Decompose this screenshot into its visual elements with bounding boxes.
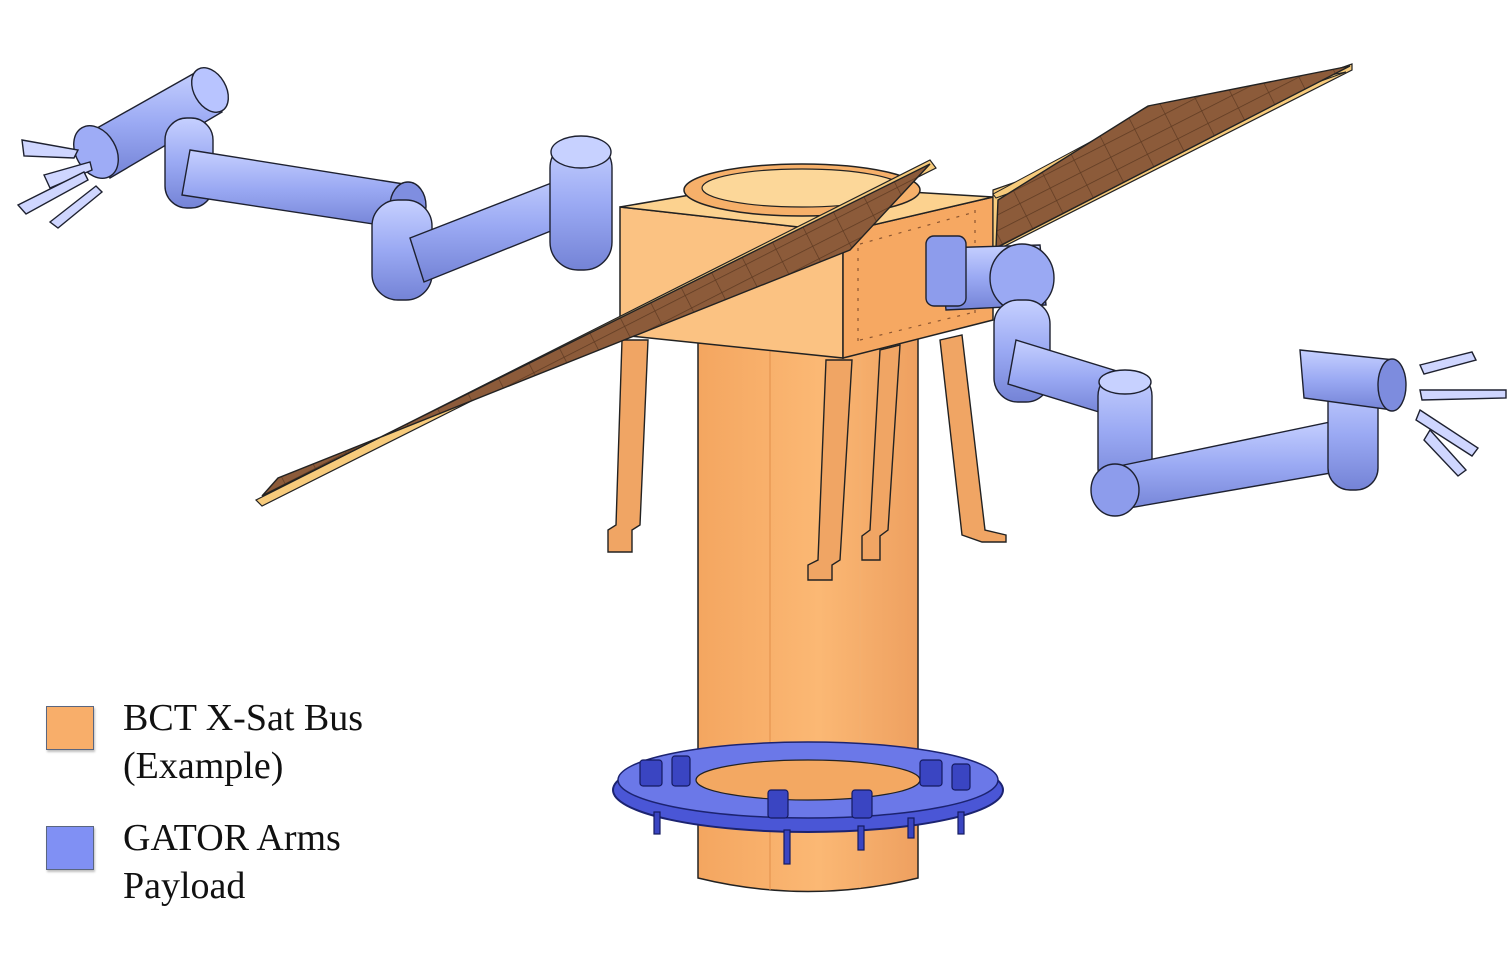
separation-ring [612,741,1004,865]
legend-label-bus: BCT X-Sat Bus (Example) [123,694,363,790]
legend-label-arm-line1: GATOR Arms [123,817,341,859]
robotic-arm-left [16,67,613,301]
arm-color-swatch [46,826,94,870]
robotic-arm-right [925,235,1507,517]
solar-panel-left [254,159,937,507]
bus-color-swatch [46,706,94,750]
legend-label-bus-line2: (Example) [123,745,284,787]
legend-label-arm: GATOR Arms Payload [123,814,341,910]
legend-label-bus-line1: BCT X-Sat Bus [123,697,364,739]
mounting-legs [607,334,1007,581]
solar-panel-right [992,63,1353,253]
legend-label-arm-line2: Payload [123,865,246,907]
